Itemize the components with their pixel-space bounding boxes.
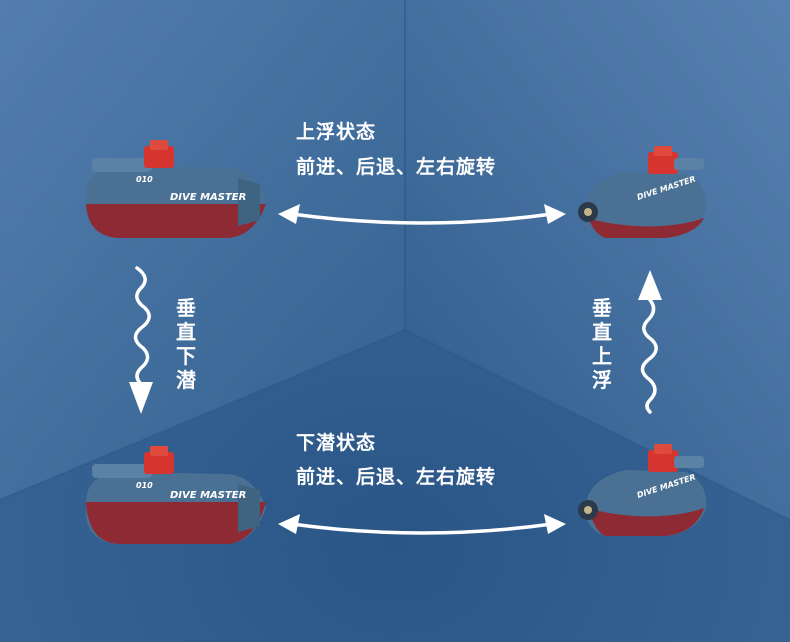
down-wavy-arrow: [129, 266, 153, 414]
surface-state-description: 前进、后退、左右旋转: [296, 156, 497, 178]
submarine-side-view-dive: DIVE MASTER 010: [85, 446, 266, 544]
bottom-double-arrow: [278, 514, 566, 535]
submarine-rear-view-dive: DIVE MASTER: [578, 444, 707, 536]
brand-text: DIVE MASTER: [170, 490, 246, 501]
vertical-rise-label: 垂直上浮: [592, 296, 612, 392]
submarine-side-view-surface: DIVE MASTER 010: [85, 140, 266, 238]
up-wavy-arrow: [638, 270, 662, 414]
surface-state-title: 上浮状态: [296, 121, 377, 143]
hull-number-text: 010: [136, 175, 153, 184]
brand-text: DIVE MASTER: [170, 192, 246, 203]
dive-state-description: 前进、后退、左右旋转: [296, 466, 497, 488]
hull-number-text: 010: [136, 481, 153, 490]
dive-state-title: 下潜状态: [296, 432, 377, 454]
vertical-dive-label: 垂直下潜: [176, 296, 196, 392]
top-double-arrow: [278, 204, 566, 225]
submarine-rear-view-surface: DIVE MASTER: [578, 146, 707, 238]
